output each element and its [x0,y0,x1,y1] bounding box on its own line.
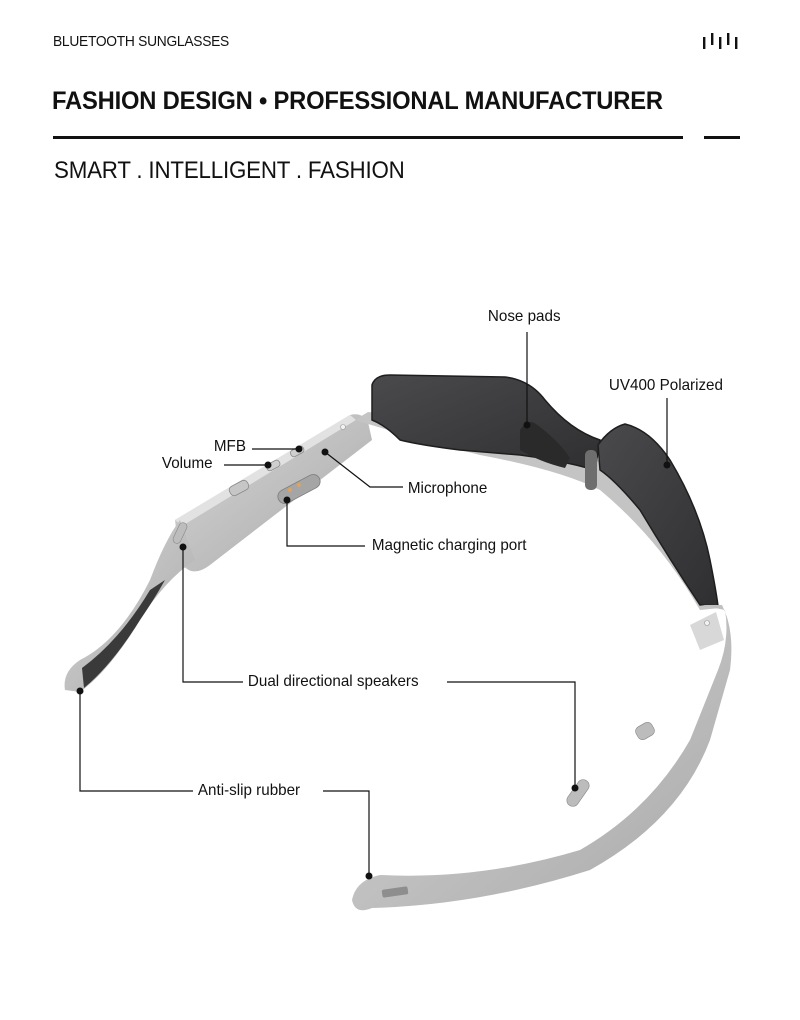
nose-pad [520,422,570,468]
callout-uv400-polarized: UV400 Polarized [607,377,725,395]
left-temple-rear [64,520,195,692]
callout-microphone: Microphone [406,480,490,498]
callout-magnetic-charging-port: Magnetic charging port [370,537,529,555]
callout-nose-pads: Nose pads [486,308,563,326]
left-temple-arm [175,414,372,572]
callout-mfb: MFB [212,438,248,456]
callout-lines [79,332,668,876]
right-temple-arm [352,605,732,911]
page-subtitle: SMART . INTELLIGENT . FASHION [54,157,405,184]
callout-dots [76,421,671,880]
bars-logo-icon [703,33,738,49]
page-title: FASHION DESIGN • PROFESSIONAL MANUFACTUR… [52,87,663,115]
brand-label: BLUETOOTH SUNGLASSES [53,33,229,50]
callout-dual-directional-speakers: Dual directional speakers [246,673,421,691]
callout-anti-slip-rubber: Anti-slip rubber [196,782,303,800]
divider-long [53,136,683,139]
right-lens [597,423,719,607]
divider-short [704,136,740,139]
callout-volume: Volume [160,455,215,473]
